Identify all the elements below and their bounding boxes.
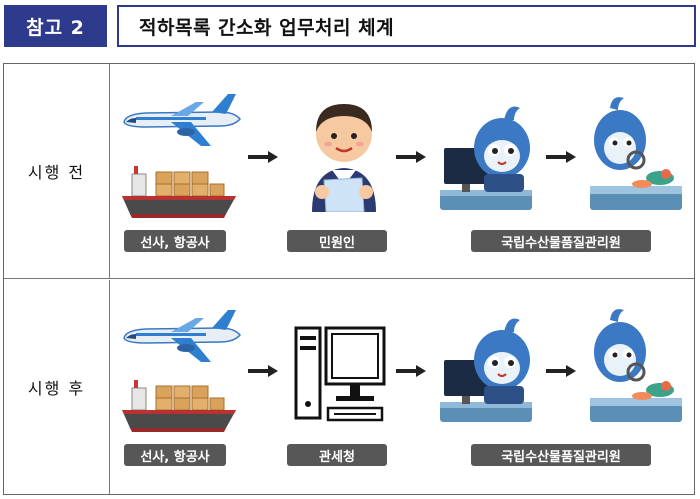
row-label-before: 시행 전 [4, 64, 110, 278]
cargo-ship-icon [120, 378, 240, 436]
process-table: 시행 전 [3, 63, 695, 495]
mascot-inspecting-icon [586, 94, 686, 216]
row-label-after: 시행 후 [4, 280, 110, 494]
row-after: 시행 후 [4, 280, 694, 494]
tag-carrier-before: 선사, 항공사 [124, 230, 226, 252]
tag-agency-before: 국립수산물품질관리원 [471, 230, 651, 252]
header-badge: 참고 2 [4, 5, 107, 47]
mascot-at-desk-icon [436, 98, 536, 214]
airplane-icon [116, 92, 246, 150]
arrow-right-icon [546, 365, 576, 377]
row-before: 시행 전 [4, 64, 694, 279]
airplane-icon [116, 308, 246, 366]
page-title: 적하목록 간소화 업무처리 체계 [117, 5, 696, 47]
tag-carrier-after: 선사, 항공사 [124, 444, 226, 466]
person-icon [302, 88, 386, 212]
arrow-right-icon [248, 151, 278, 163]
arrow-right-icon [396, 151, 426, 163]
tag-agency-after: 국립수산물품질관리원 [471, 444, 651, 466]
cargo-ship-icon [120, 164, 240, 222]
mascot-at-desk-icon [436, 310, 536, 426]
arrow-right-icon [396, 365, 426, 377]
tag-middle-before: 민원인 [287, 230, 387, 252]
computer-icon [294, 326, 386, 430]
tag-middle-after: 관세청 [287, 444, 387, 466]
arrow-right-icon [546, 151, 576, 163]
arrow-right-icon [248, 365, 278, 377]
mascot-inspecting-icon [586, 306, 686, 428]
